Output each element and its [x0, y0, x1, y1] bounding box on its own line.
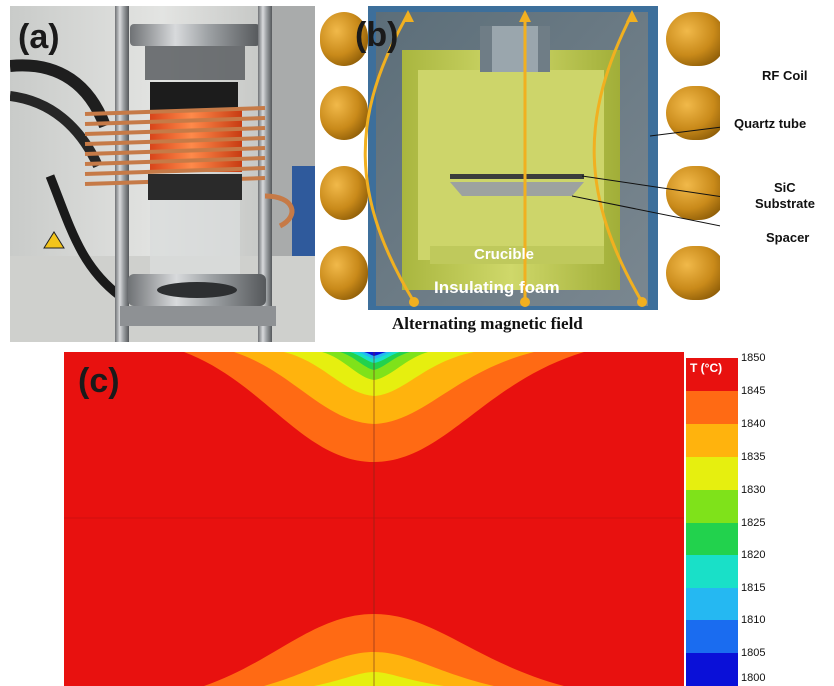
- colorbar-tick: 1840: [741, 418, 766, 430]
- colorbar-swatch: [686, 620, 738, 653]
- colorbar-tick: 1820: [741, 549, 766, 561]
- colorbar-tick: 1805: [741, 647, 766, 659]
- colorbar-title: T (°C): [690, 361, 723, 375]
- colorbar-tick: 1850: [741, 352, 766, 364]
- furnace-photo: [10, 6, 315, 342]
- crucible-label: Crucible: [474, 246, 535, 263]
- substrate-label: Substrate: [755, 196, 815, 211]
- colorbar-swatch: [686, 588, 738, 620]
- colorbar-swatch: [686, 457, 738, 490]
- panel-a-label: (a): [18, 18, 60, 56]
- colorbar-swatch: [686, 490, 738, 523]
- coil-left: [320, 12, 368, 300]
- insulating-foam-label: Insulating foam: [434, 278, 560, 297]
- sic-label: SiC: [774, 180, 796, 195]
- hot-zone-schematic: [320, 6, 720, 310]
- colorbar-swatch: [686, 653, 738, 686]
- colorbar-swatch: [686, 358, 738, 391]
- spacer-label: Spacer: [766, 230, 810, 245]
- rf-coil-label: RF Coil: [762, 68, 808, 83]
- temperature-contour: [64, 352, 684, 686]
- colorbar-swatch: [686, 424, 738, 457]
- colorbar-tick: 1835: [741, 451, 766, 463]
- panel-b-label: (b): [355, 16, 399, 54]
- colorbar-swatch: [686, 391, 738, 424]
- colorbar-tick: 1800: [741, 672, 766, 684]
- colorbar-tick: 1810: [741, 614, 766, 626]
- quartz-tube-label: Quartz tube: [734, 116, 807, 131]
- field-caption: Alternating magnetic field: [392, 314, 583, 333]
- colorbar-tick: 1825: [741, 517, 766, 529]
- panel-c-label: (c): [78, 362, 120, 400]
- colorbar-tick: 1845: [741, 385, 766, 397]
- coil-right: [666, 12, 720, 300]
- colorbar-tick: 1815: [741, 582, 766, 594]
- colorbar-tick: 1830: [741, 484, 766, 496]
- colorbar-swatch: [686, 523, 738, 555]
- colorbar-swatch: [686, 555, 738, 588]
